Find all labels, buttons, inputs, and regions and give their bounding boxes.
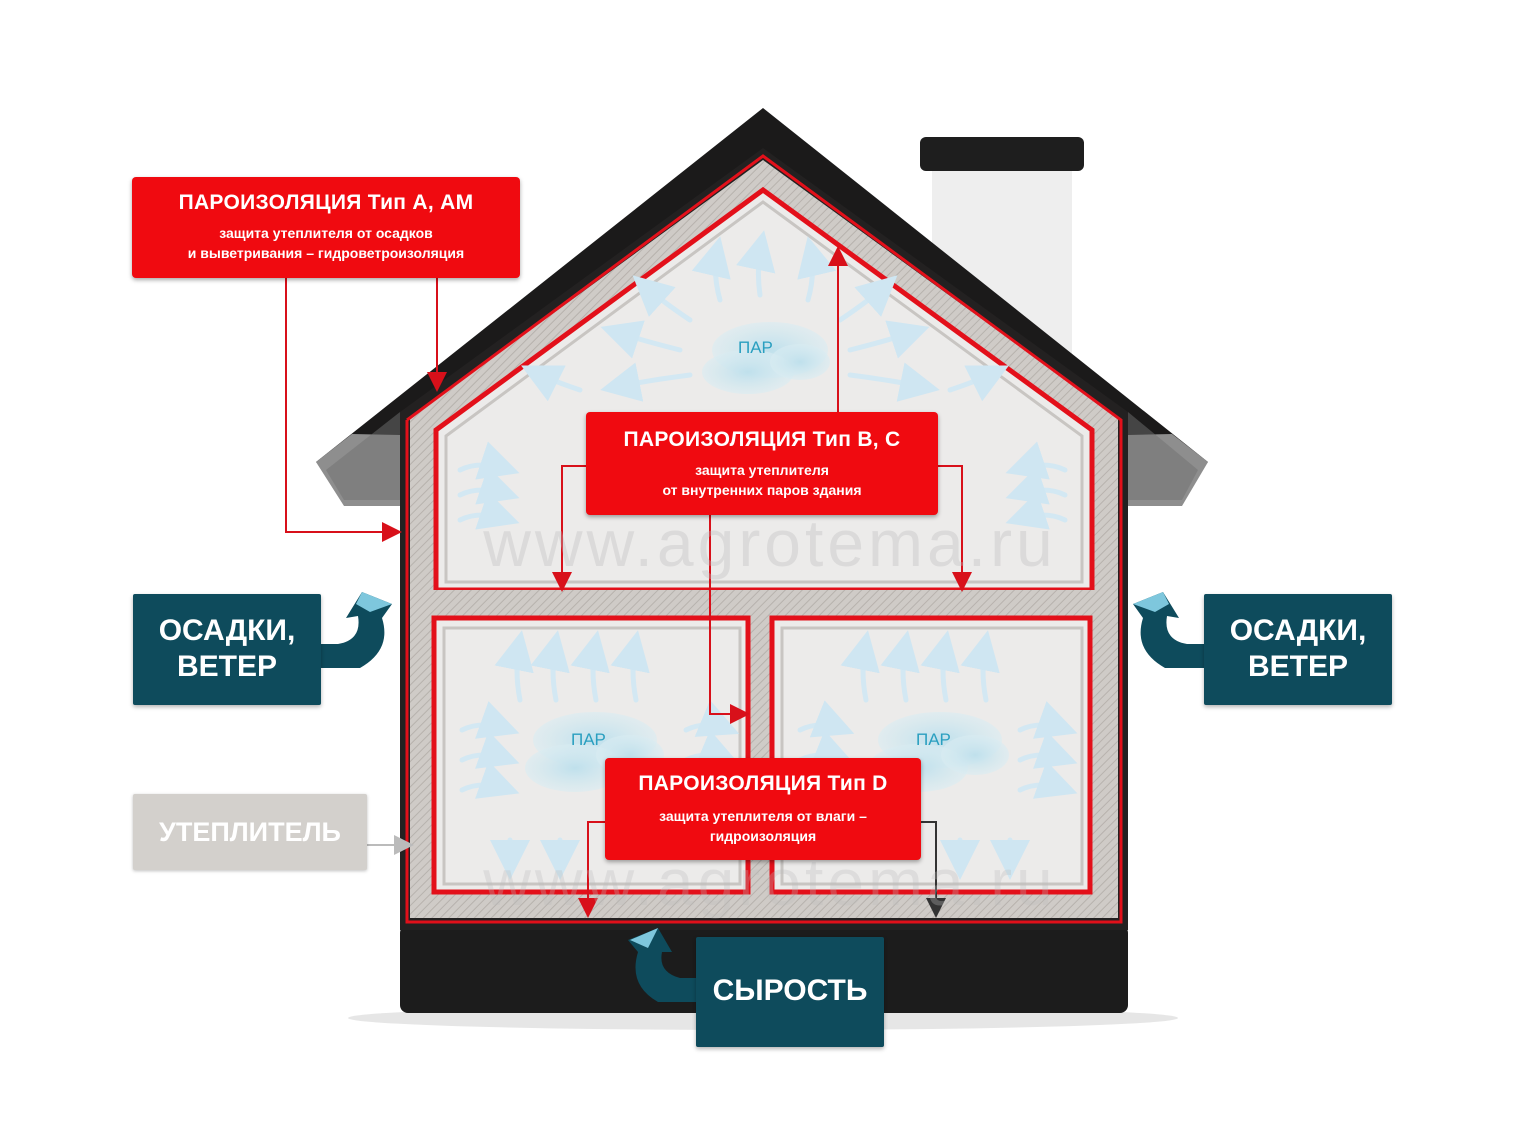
- vapor-cloud-attic: [702, 322, 830, 394]
- type-bc-line1: защита утеплителя: [695, 462, 829, 478]
- vapor-label-right: ПАР: [916, 730, 951, 749]
- type-a-title: ПАРОИЗОЛЯЦИЯ Тип А, АМ: [178, 191, 474, 214]
- insulation-text: УТЕПЛИТЕЛЬ: [159, 817, 341, 847]
- type-a-line1: защита утеплителя от осадков: [219, 225, 433, 241]
- type-d-line2: гидроизоляция: [709, 828, 817, 844]
- wave-arrow-right-icon: [1133, 592, 1205, 668]
- wave-arrow-left-icon: [320, 592, 392, 668]
- label-damp: СЫРОСТЬ: [696, 937, 884, 1047]
- label-type-d: ПАРОИЗОЛЯЦИЯ Тип D защита утеплителя от …: [605, 758, 921, 860]
- label-insulation: УТЕПЛИТЕЛЬ: [133, 794, 367, 870]
- type-bc-title: ПАРОИЗОЛЯЦИЯ Тип В, С: [623, 428, 901, 451]
- label-type-bc: ПАРОИЗОЛЯЦИЯ Тип В, С защита утеплителя …: [586, 412, 938, 515]
- roof: [316, 108, 1208, 506]
- vapor-label-left: ПАР: [571, 730, 606, 749]
- wave-arrow-bottom-icon: [628, 928, 697, 1002]
- label-type-a: ПАРОИЗОЛЯЦИЯ Тип А, АМ защита утеплителя…: [132, 177, 520, 278]
- floor-insulation: [410, 590, 1118, 618]
- damp-text: СЫРОСТЬ: [712, 974, 868, 1007]
- vapor-cloud-left: [525, 712, 664, 792]
- leader-arrows: [285, 246, 972, 918]
- watermark-upper: www.agrotema.ru: [482, 506, 1057, 580]
- label-precipitation-left: ОСАДКИ, ВЕТЕР: [133, 594, 321, 705]
- precip-right-line2: ВЕТЕР: [1247, 650, 1349, 683]
- precip-right-line1: ОСАДКИ,: [1229, 614, 1367, 647]
- type-d-title: ПАРОИЗОЛЯЦИЯ Тип D: [638, 772, 888, 795]
- label-precipitation-right: ОСАДКИ, ВЕТЕР: [1204, 594, 1392, 705]
- precip-left-line2: ВЕТЕР: [176, 650, 278, 683]
- precip-left-line1: ОСАДКИ,: [158, 614, 296, 647]
- type-a-line2: и выветривания – гидроветроизоляция: [187, 245, 465, 261]
- vapor-label-attic: ПАР: [738, 338, 773, 357]
- type-bc-line2: от внутренних паров здания: [662, 482, 862, 498]
- type-d-line1: защита утеплителя от влаги –: [659, 808, 867, 824]
